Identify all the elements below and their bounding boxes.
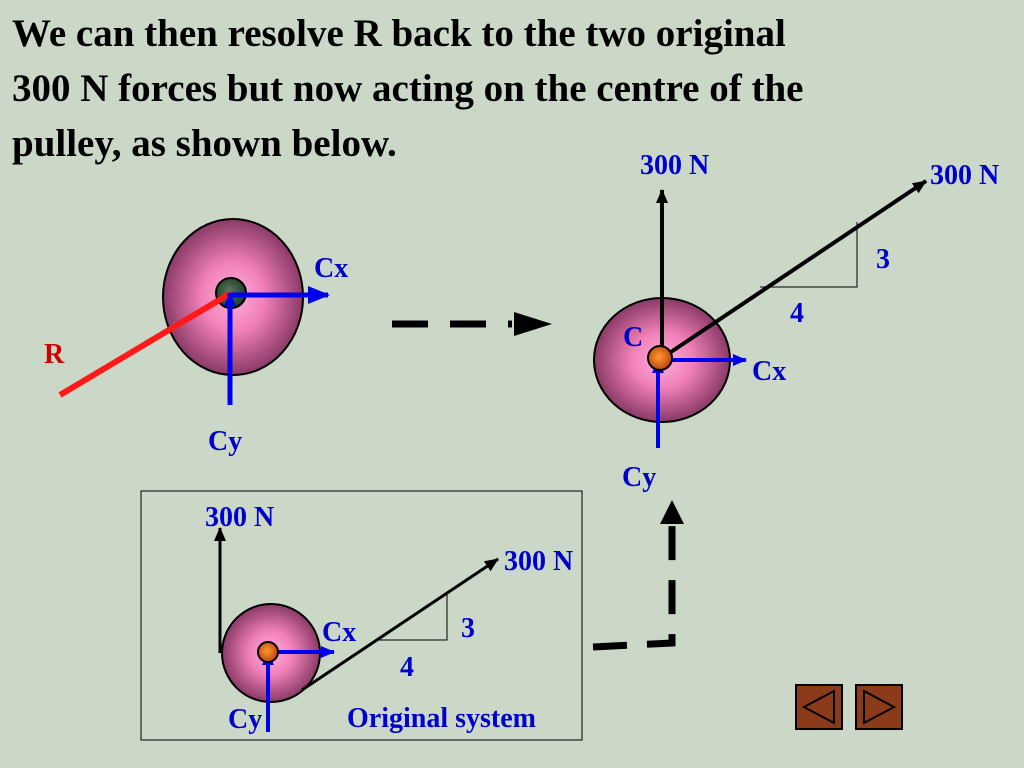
cy-label-1: Cy [208, 426, 242, 457]
original-system-frame [140, 490, 583, 741]
original-system-box: 300 N 300 N 3 4 Cx Cy Original system [140, 490, 583, 741]
cy-label-2: Cy [622, 462, 656, 493]
pulley-resultant-group: Cx R Cy [44, 218, 348, 457]
next-slide-button[interactable] [855, 684, 903, 730]
slope-rise-label-3: 3 [461, 613, 475, 644]
force-300n-label-vertical-3: 300 N [205, 502, 274, 533]
dashed-arrow-right [392, 312, 552, 336]
slope-rise-label-2: 3 [876, 244, 890, 275]
triangle-left-icon [801, 689, 835, 725]
triangle-right-icon [863, 689, 897, 725]
heading-line-3: pulley, as shown below. [12, 122, 397, 165]
previous-slide-button[interactable] [795, 684, 843, 730]
slope-run-label-3: 4 [400, 652, 414, 683]
cx-label-3: Cx [322, 617, 356, 648]
r-label: R [44, 339, 65, 370]
force-300n-inclined-3 [301, 557, 499, 692]
pulley-2-hub [647, 345, 673, 371]
cy-label-3: Cy [228, 704, 262, 735]
force-300n-label-inclined-2: 300 N [930, 160, 999, 191]
heading-line-2: 300 N forces but now acting on the centr… [12, 67, 804, 110]
cx-label-2: Cx [752, 356, 786, 387]
pulley-centre-forces-group: 300 N 300 N 3 4 C Cx Cy [593, 150, 999, 493]
heading-line-1: We can then resolve R back to the two or… [12, 12, 786, 55]
force-300n-inclined-2 [660, 179, 928, 360]
original-system-caption: Original system [347, 703, 536, 734]
slope-triangle-2 [760, 222, 858, 288]
slope-run-label-2: 4 [790, 298, 804, 329]
slope-triangle-3 [376, 593, 448, 641]
dashed-arrow-up [592, 500, 684, 651]
pulley-3-hub [257, 641, 279, 663]
slide-heading: We can then resolve R back to the two or… [12, 6, 952, 171]
cx-label-1: Cx [314, 253, 348, 284]
force-300n-label-inclined-3: 300 N [504, 546, 573, 577]
resultant-r-arrow [58, 290, 233, 398]
force-300n-label-vertical-2: 300 N [640, 150, 709, 181]
centre-c-label: C [623, 322, 643, 353]
